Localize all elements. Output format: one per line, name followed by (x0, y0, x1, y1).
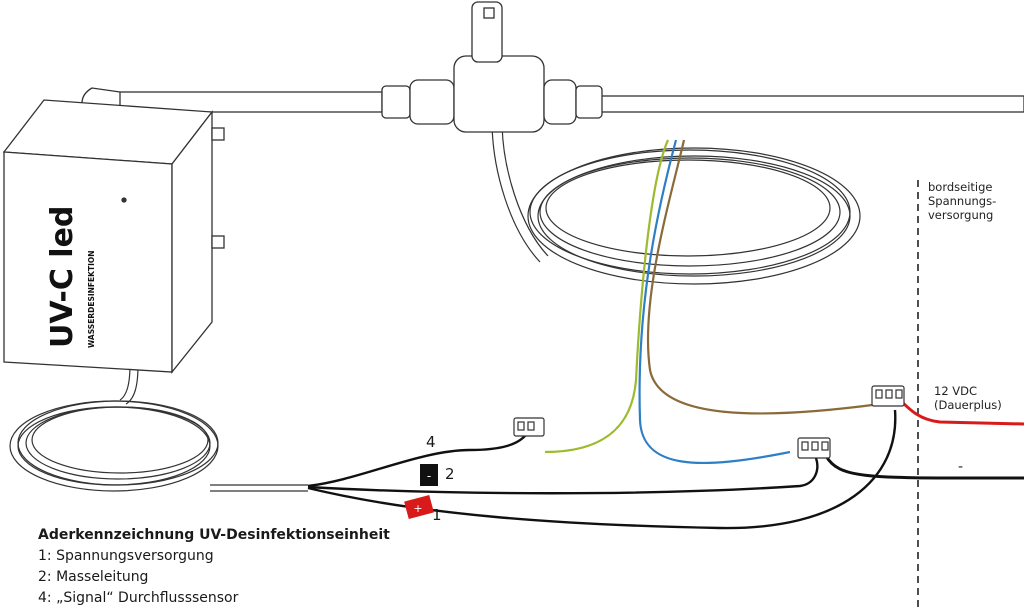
connector-signal (513, 417, 545, 437)
brown-core (646, 139, 881, 415)
supply-title-line: versorgung (928, 208, 994, 222)
wire-tag-ground: - (420, 464, 438, 486)
sensor-cable-coil (491, 119, 861, 285)
uv-unit-housing (2, 99, 225, 374)
wire-number-4: 4 (426, 433, 436, 451)
connector-positive (871, 385, 905, 407)
signal-wire-4 (307, 431, 530, 488)
green-yellow-core (544, 139, 670, 454)
supply-positive-line: 12 VDC (934, 384, 978, 398)
wire-number-2: 2 (445, 465, 455, 483)
ground-wire-2 (307, 457, 819, 495)
wire-tag-positive: + (404, 494, 434, 520)
supply-ground-wire (824, 455, 1024, 480)
supply-positive-line: (Dauerplus) (934, 398, 1002, 412)
supply-negative-label: - (958, 459, 964, 475)
legend-item: 1: Spannungsversorgung (38, 548, 214, 564)
positive-wire-1 (307, 409, 897, 530)
supply-title: bordseitige Spannungs- versorgung (928, 180, 996, 222)
supply-title-line: bordseitige (928, 180, 993, 194)
legend-title: Aderkennzeichnung UV-Desinfektionseinhei… (38, 527, 390, 543)
device-subtitle: WASSERDESINFEKTION (87, 250, 96, 348)
legend-item: 2: Masseleitung (38, 569, 149, 585)
wire-tag-ground-label: - (427, 469, 431, 483)
blue-core (638, 139, 791, 465)
uv-unit-cable-coil (9, 364, 308, 492)
water-pipe (61, 1, 1024, 145)
supply-positive-label: 12 VDC (Dauerplus) (934, 384, 1002, 412)
wire-tag-positive-label: + (413, 502, 422, 515)
supply-title-line: Spannungs- (928, 194, 997, 208)
legend-item: 4: „Signal“ Durchflusssensor (38, 590, 239, 606)
device-brand: UV-C led (45, 206, 80, 348)
wire-number-1: 1 (432, 506, 442, 524)
connector-ground (797, 437, 831, 459)
